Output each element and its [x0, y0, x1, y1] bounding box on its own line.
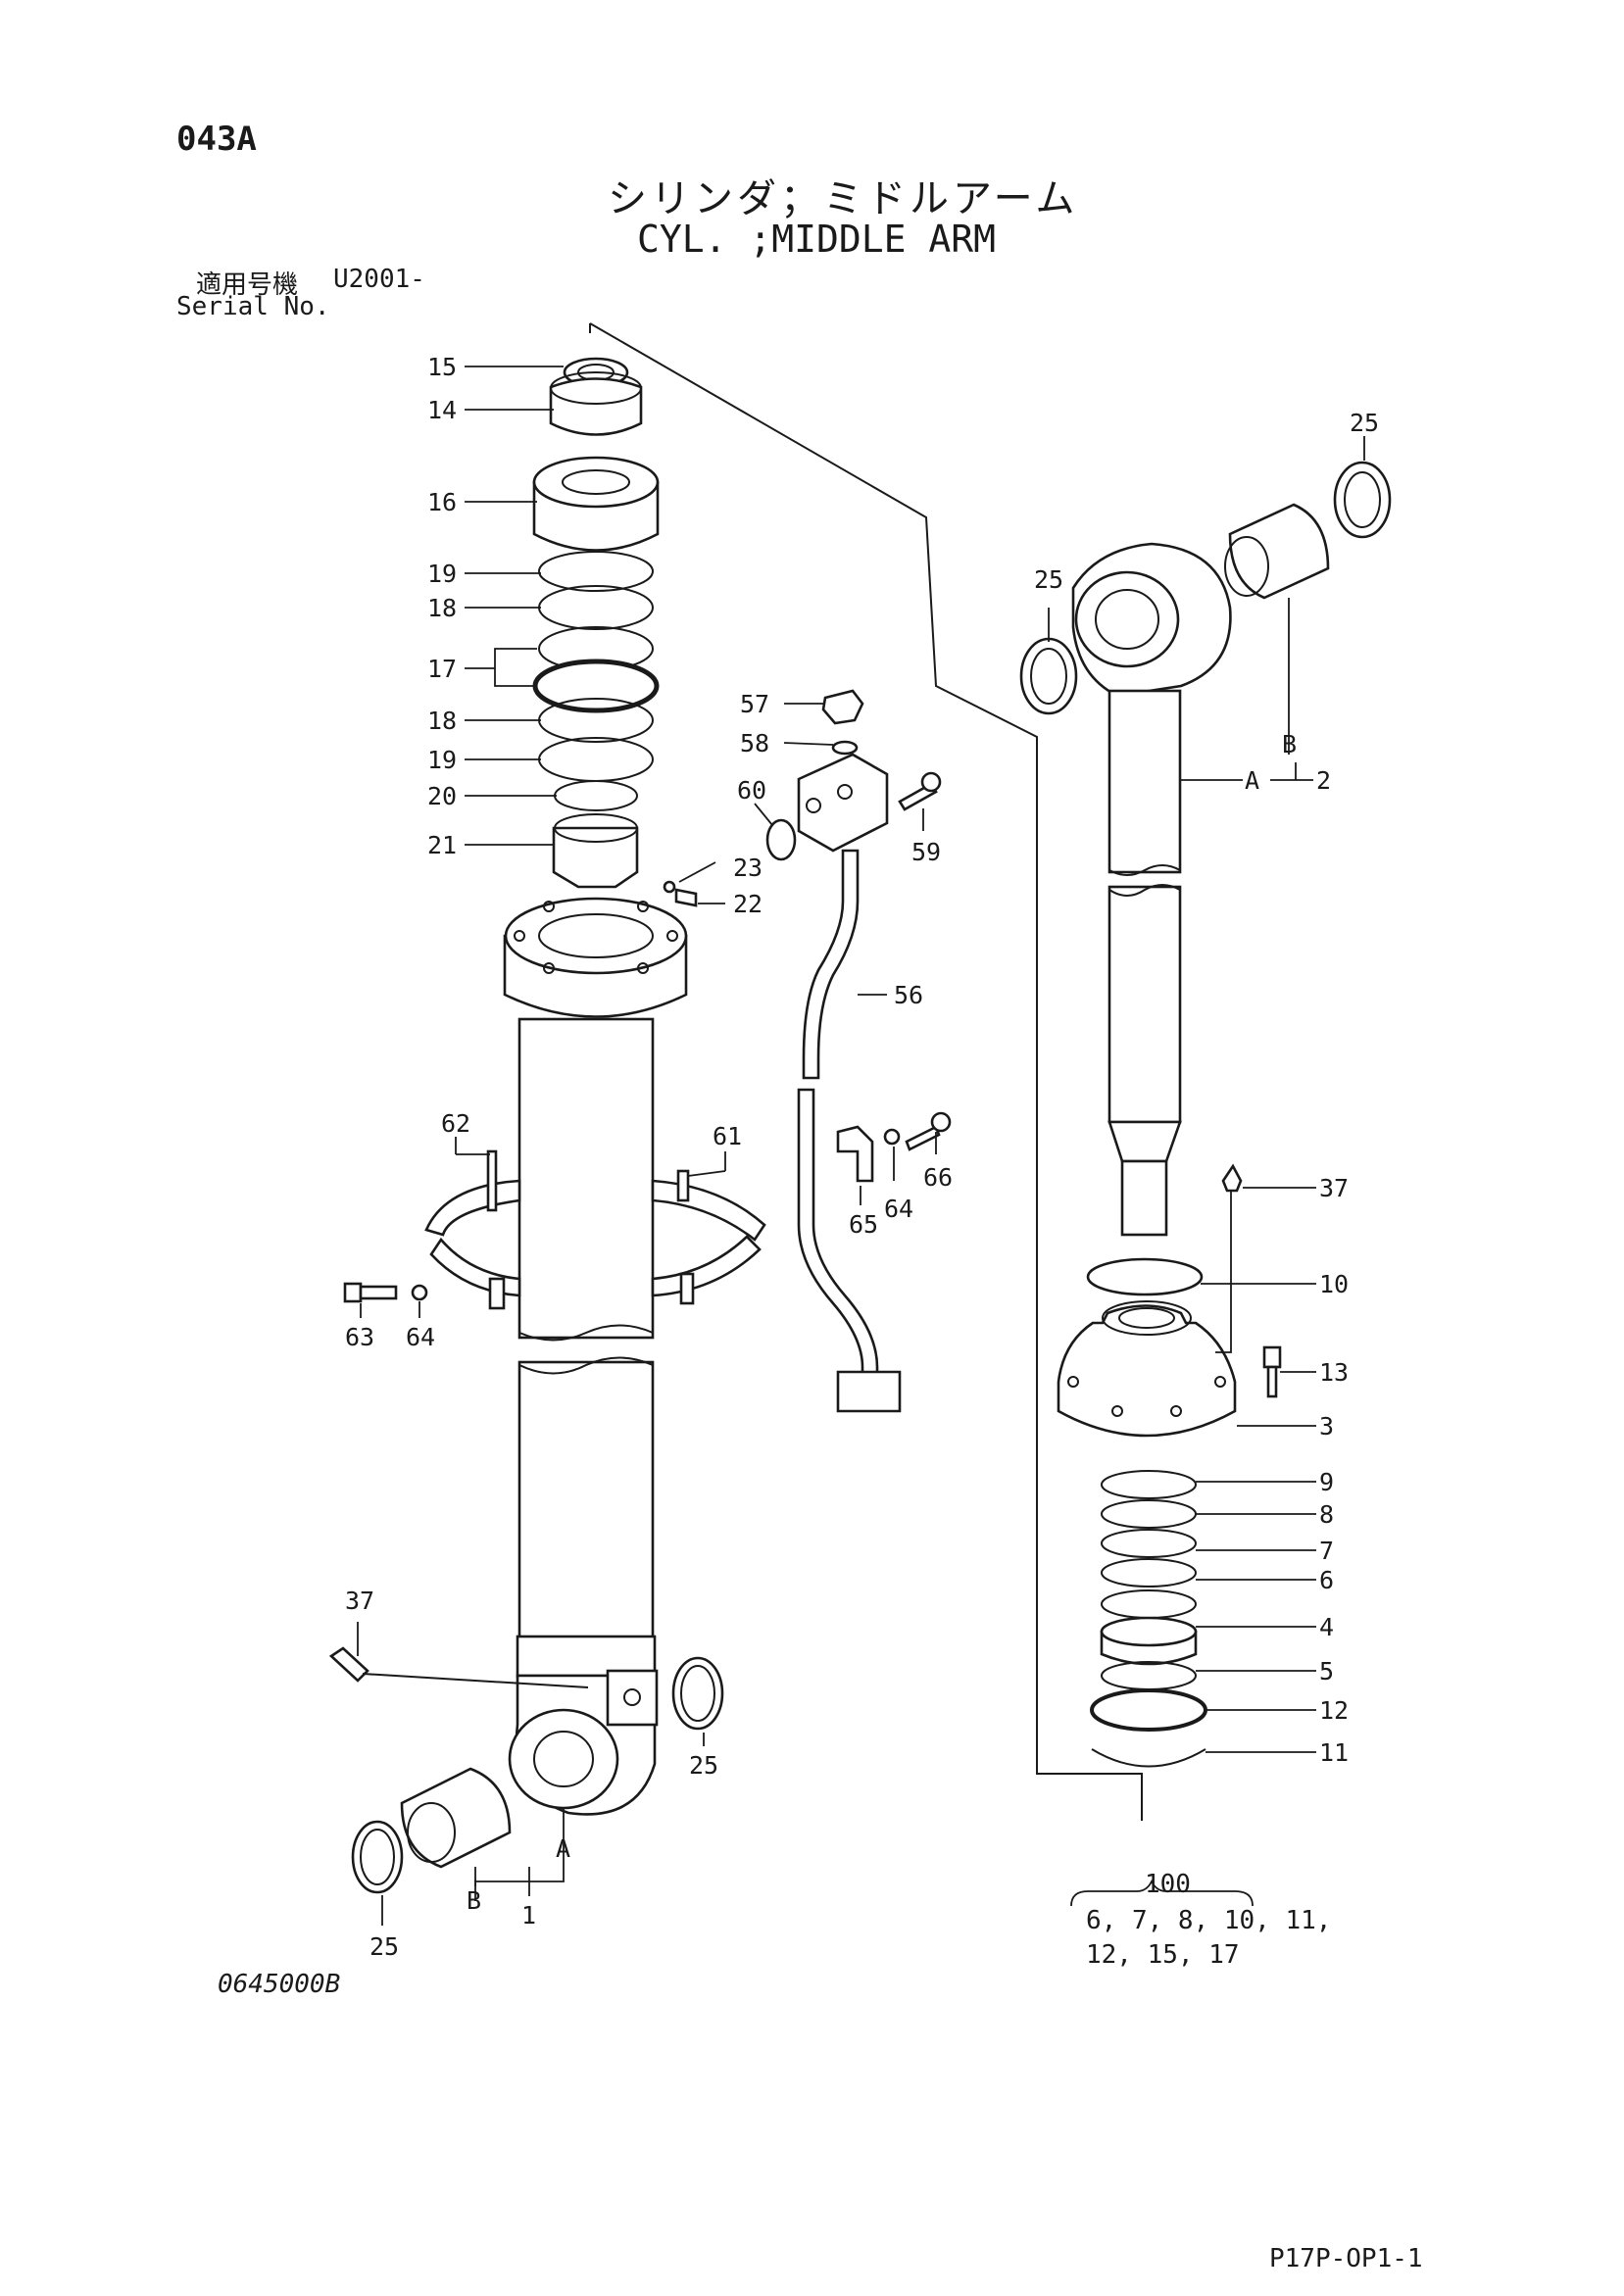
callout-22: 22	[733, 890, 763, 918]
kit-brace	[1070, 1879, 1254, 1907]
callout-61: 61	[713, 1122, 742, 1150]
callout-56: 56	[894, 981, 923, 1009]
rod-cover-3	[1057, 1300, 1237, 1438]
callout-14: 14	[427, 396, 457, 424]
callout-A-right: A	[1245, 766, 1259, 795]
callout-37a: 37	[345, 1587, 374, 1615]
grease-nipple-37-right	[1221, 1163, 1243, 1193]
cylinder-tube	[517, 1017, 655, 1658]
callouts: 15 14 16 19 18 17 18 19 20 21 23 22 57 5…	[345, 353, 1379, 1961]
callout-62: 62	[441, 1109, 470, 1138]
tube-clamp-61-62	[424, 1149, 766, 1310]
grease-line-left	[362, 1673, 589, 1688]
callout-1: 1	[521, 1901, 536, 1930]
callout-37b: 37	[1319, 1174, 1349, 1202]
rod-eye	[1071, 542, 1232, 698]
callout-13: 13	[1319, 1358, 1349, 1387]
washer-64	[411, 1284, 428, 1301]
callout-2: 2	[1316, 766, 1331, 795]
piston-nut-21	[552, 813, 639, 889]
callout-16: 16	[427, 488, 457, 516]
callout-66: 66	[923, 1163, 953, 1192]
callout-65: 65	[849, 1210, 878, 1239]
callout-21: 21	[427, 831, 457, 859]
callout-10: 10	[1319, 1270, 1349, 1298]
title-english: CYL. ;MIDDLE ARM	[637, 218, 997, 261]
bolt-66	[905, 1111, 952, 1151]
grease-nipple-37-left	[328, 1646, 369, 1683]
callout-15: 15	[427, 353, 457, 381]
cylinder-head-flange	[503, 897, 688, 1018]
serial-label-english: Serial No.	[176, 292, 330, 321]
callout-B-right: B	[1282, 730, 1297, 758]
callout-58: 58	[740, 729, 769, 757]
callout-18a: 18	[427, 594, 457, 622]
callout-59: 59	[911, 838, 941, 866]
bushing-B-right	[1224, 503, 1330, 600]
callout-25d: 25	[1350, 409, 1379, 437]
title-japanese: シリンダ；ミドルアーム	[608, 176, 1079, 221]
o-ring-58	[831, 740, 859, 756]
callout-63: 63	[345, 1323, 374, 1351]
piston-rod	[1107, 689, 1182, 1237]
callout-20: 20	[427, 782, 457, 810]
callout-9: 9	[1319, 1468, 1334, 1496]
leader-lines	[357, 366, 1365, 1926]
seal-14	[549, 371, 643, 436]
bracket-65	[836, 1125, 874, 1183]
page-code: 043A	[176, 120, 257, 159]
washer-64-center	[883, 1128, 901, 1146]
callout-23: 23	[733, 854, 763, 882]
callout-18b: 18	[427, 707, 457, 735]
callout-12: 12	[1319, 1696, 1349, 1725]
callout-6: 6	[1319, 1566, 1334, 1594]
drawing-number: 0645000B	[218, 1970, 341, 1999]
callout-8: 8	[1319, 1500, 1334, 1529]
dust-seals-25-right	[1019, 461, 1392, 715]
callout-3: 3	[1319, 1412, 1334, 1441]
serial-value: U2001-	[333, 265, 425, 294]
seal-rings-17-20	[532, 551, 660, 811]
callout-5: 5	[1319, 1657, 1334, 1685]
serial-label-japanese: 適用号機	[196, 270, 299, 300]
callout-25c: 25	[1034, 565, 1063, 594]
callout-57: 57	[740, 690, 769, 718]
callout-25b: 25	[369, 1932, 399, 1961]
kit-number: 100	[1145, 1870, 1191, 1899]
callout-19a: 19	[427, 560, 457, 588]
callout-11: 11	[1319, 1738, 1349, 1767]
kit-contents-line2: 12, 15, 17	[1086, 1940, 1240, 1970]
rod-cover-16	[532, 456, 660, 552]
assembly-outline	[589, 322, 1143, 1821]
callout-64a: 64	[884, 1195, 913, 1223]
callout-19b: 19	[427, 746, 457, 774]
pipe-56	[797, 849, 902, 1413]
bushing-B-left	[400, 1767, 512, 1869]
kit-contents-line1: 6, 7, 8, 10, 11,	[1086, 1906, 1332, 1935]
bolt-63	[343, 1282, 398, 1303]
callout-7: 7	[1319, 1537, 1334, 1565]
packing-rings-4-12	[1090, 1470, 1207, 1768]
callout-A-left: A	[556, 1834, 570, 1863]
cylinder-bottom-eye	[508, 1635, 659, 1816]
bolt-59	[898, 771, 942, 811]
callout-17: 17	[427, 655, 457, 683]
bolt-13	[1262, 1345, 1282, 1398]
callout-60: 60	[737, 776, 766, 805]
ring-10	[1086, 1257, 1204, 1296]
plug-57	[821, 689, 864, 725]
callout-B-left: B	[467, 1886, 481, 1915]
valve-block	[797, 753, 889, 853]
o-ring-60	[765, 818, 797, 861]
page-reference: P17P-OP1-1	[1269, 2244, 1423, 2273]
callout-4: 4	[1319, 1613, 1334, 1641]
callout-64b: 64	[406, 1323, 435, 1351]
set-screw-22-23	[663, 880, 698, 907]
dust-seals-25-left	[351, 1656, 724, 1894]
callout-25a: 25	[689, 1751, 718, 1780]
